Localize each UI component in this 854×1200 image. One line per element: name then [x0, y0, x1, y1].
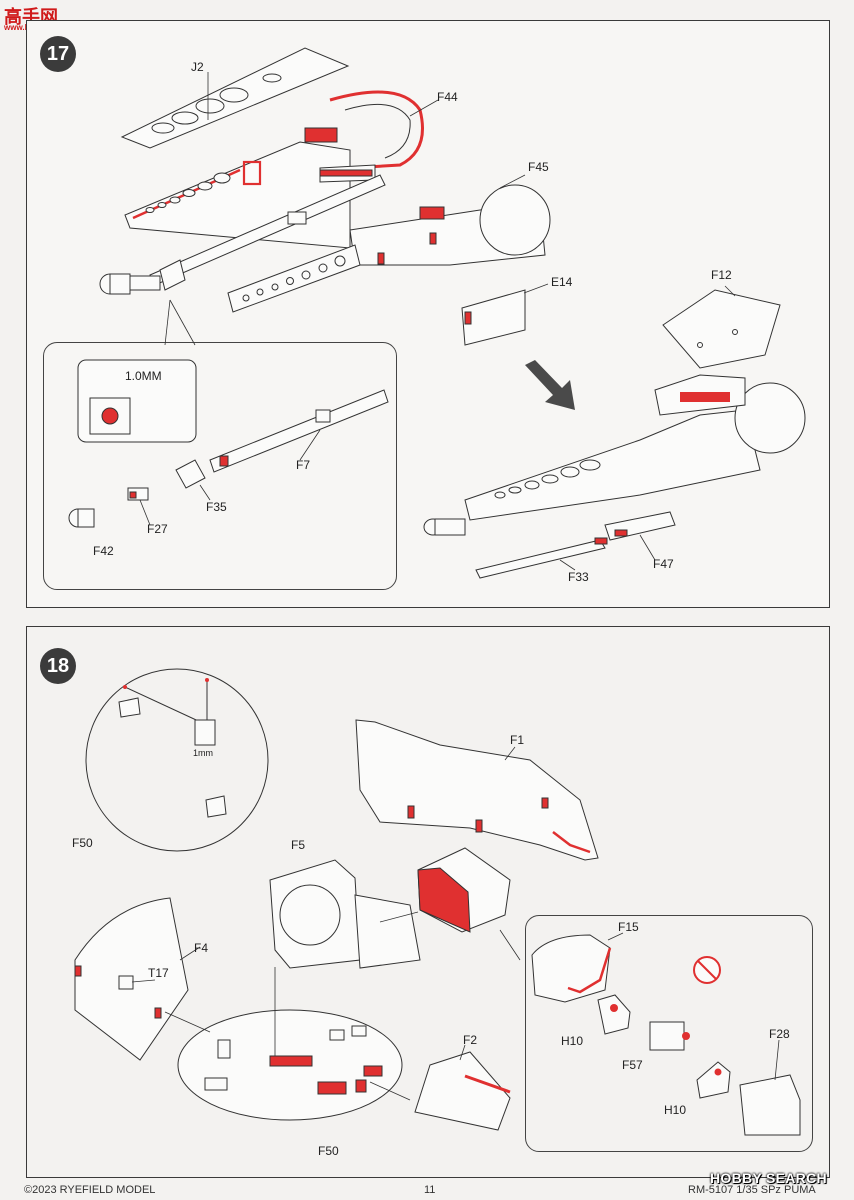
label-f35: F35 — [206, 500, 227, 514]
barrel-f42-assembly — [99, 259, 186, 295]
label-f57: F57 — [622, 1058, 643, 1072]
label-f2: F2 — [463, 1033, 478, 1047]
label-f28: F28 — [769, 1027, 790, 1041]
step-18-panel — [26, 626, 830, 1178]
label-f27: F27 — [147, 522, 168, 536]
label-f15: F15 — [618, 920, 639, 934]
hobby-search-watermark: HOBBY SEARCH — [710, 1170, 827, 1186]
label-f33: F33 — [568, 570, 589, 584]
callout-18-drawings — [531, 934, 801, 1136]
label-f7: F7 — [296, 458, 311, 472]
callout-17-drawings — [68, 359, 389, 528]
f1-box-subassembly — [417, 847, 511, 933]
footer-product-code: RM-5107 1/35 SPz PUMA — [688, 1184, 816, 1196]
step-18-badge: 18 — [40, 648, 76, 684]
label-f50-floor: F50 — [318, 1144, 339, 1158]
label-f45: F45 — [528, 160, 549, 174]
f47-part — [604, 511, 676, 541]
direction-arrow — [525, 360, 575, 410]
f12-part — [662, 289, 781, 369]
label-e14: E14 — [551, 275, 573, 289]
f50-circle-template — [85, 668, 269, 852]
footer-page-number: 11 — [424, 1184, 436, 1196]
label-drill-1mm: 1mm — [193, 748, 213, 758]
leader-lines — [139, 72, 736, 571]
step-18-detail-callout — [525, 915, 813, 1152]
step-17-badge: 17 — [40, 36, 76, 72]
assembled-hull — [423, 374, 806, 536]
label-f42: F42 — [93, 544, 114, 558]
label-f4: F4 — [194, 941, 209, 955]
label-f50-template: F50 — [72, 836, 93, 850]
f4-part — [74, 897, 189, 1061]
leader-lines-18 — [131, 746, 780, 1101]
label-f5: F5 — [291, 838, 306, 852]
label-t17: T17 — [148, 966, 169, 980]
footer-copyright: ©2023 RYEFIELD MODEL — [24, 1184, 156, 1196]
label-f44: F44 — [437, 90, 458, 104]
label-drill-size: 1.0MM — [125, 369, 162, 383]
f33-part — [475, 537, 608, 579]
label-h10-lower: H10 — [664, 1103, 687, 1117]
label-j2: J2 — [191, 60, 204, 74]
label-f12: F12 — [711, 268, 732, 282]
label-h10-upper: H10 — [561, 1034, 584, 1048]
label-f47: F47 — [653, 557, 674, 571]
f1-part — [355, 719, 599, 861]
e14-part — [461, 289, 526, 346]
f50-floor-plate — [177, 1009, 403, 1121]
label-f1: F1 — [510, 733, 525, 747]
f5-part — [269, 859, 421, 969]
j2-part — [120, 47, 350, 149]
f2-part — [414, 1051, 511, 1131]
